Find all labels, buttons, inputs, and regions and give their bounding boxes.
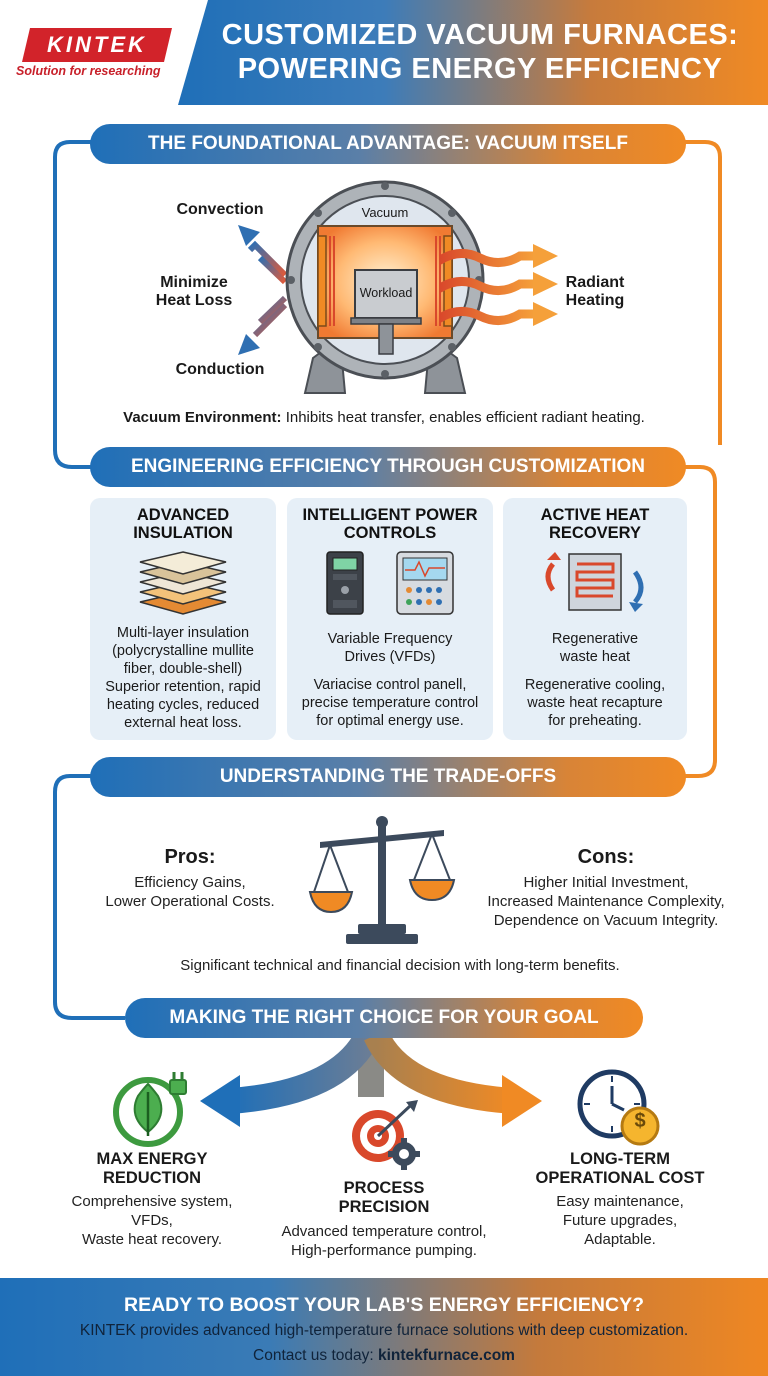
card-text-line: Variable Frequency <box>327 631 453 647</box>
card-text-line: waste heat recapture <box>527 695 663 711</box>
card-text-line: Variacise control panell, <box>313 677 467 693</box>
goal-line: VFDs, <box>131 1212 173 1229</box>
pros-line: Efficiency Gains, <box>134 874 246 891</box>
insulation-layers-icon <box>139 551 227 615</box>
heat-loss-label: Heat Loss <box>155 292 233 309</box>
page-title-line2: POWERING ENERGY EFFICIENCY <box>237 53 723 85</box>
goal-line: Adaptable. <box>584 1231 656 1248</box>
goal-line: Future upgrades, <box>562 1212 678 1229</box>
eco-leaf-plug-icon <box>113 1072 187 1147</box>
control-panel-icon <box>396 551 454 615</box>
heat-exchanger-icon <box>545 552 644 612</box>
section-title-right-choice: MAKING THE RIGHT CHOICE FOR YOUR GOAL <box>125 998 643 1038</box>
goal-line: Easy maintenance, <box>556 1193 684 1210</box>
coin-symbol: $ <box>634 1110 646 1132</box>
section-title-vacuum-text: THE FOUNDATIONAL ADVANTAGE: VACUUM ITSEL… <box>148 133 628 154</box>
card-advanced-insulation: ADVANCED INSULATION Multi-layer insulati… <box>90 498 276 740</box>
minimize-label: Minimize <box>160 274 228 291</box>
goal-line: Advanced temperature control, <box>281 1223 487 1240</box>
footer-title: READY TO BOOST YOUR LAB'S ENERGY EFFICIE… <box>123 1294 645 1316</box>
card-text-line: Regenerative cooling, <box>524 677 666 693</box>
card-text-line: (polycrystalline mullite <box>112 643 254 659</box>
section-title-right-choice-text: MAKING THE RIGHT CHOICE FOR YOUR GOAL <box>169 1007 599 1028</box>
card-title-line1: ACTIVE HEAT <box>540 506 650 524</box>
vacuum-caption-bold: Vacuum Environment: <box>123 409 282 426</box>
page-title-line1: CUSTOMIZED VACUUM FURNACES: <box>221 19 739 51</box>
goal-title-line2: OPERATIONAL COST <box>535 1169 705 1187</box>
card-title-line2: RECOVERY <box>549 524 641 542</box>
card-text-line: Drives (VFDs) <box>344 649 436 665</box>
card-title-line1: ADVANCED <box>136 506 230 524</box>
card-intelligent-power-controls: INTELLIGENT POWER CONTROLS Variable Freq… <box>287 498 493 740</box>
section-title-tradeoffs: UNDERSTANDING THE TRADE-OFFS <box>90 757 686 797</box>
goal-line: Waste heat recovery. <box>81 1231 223 1248</box>
radiant-heat-arrows-icon <box>440 244 558 326</box>
section-title-customization-text: ENGINEERING EFFICIENCY THROUGH CUSTOMIZA… <box>130 456 646 477</box>
cons-title: Cons: <box>577 846 635 868</box>
goal-title-line1: LONG-TERM <box>570 1150 670 1168</box>
conduction-label: Conduction <box>175 361 265 378</box>
heating-label: Heating <box>565 292 625 309</box>
card-text-line: precise temperature control <box>301 695 479 711</box>
card-title-line2: CONTROLS <box>343 524 437 542</box>
tradeoff-summary: Significant technical and financial deci… <box>180 957 620 974</box>
balance-scale-icon <box>308 816 456 944</box>
logo-tagline: Solution for researching <box>16 64 161 78</box>
heat-loss-arrows-icon <box>238 225 288 355</box>
goal-line: High-performance pumping. <box>291 1242 477 1259</box>
convection-label: Convection <box>176 201 264 218</box>
target-gear-icon <box>352 1100 420 1170</box>
cons-line: Increased Maintenance Complexity, <box>487 893 725 910</box>
footer-contact: Contact us today: kintekfurnace.com <box>0 1347 768 1365</box>
card-active-heat-recovery: ACTIVE HEAT RECOVERY Regenerative waste … <box>503 498 687 740</box>
vacuum-label: Vacuum <box>361 205 409 220</box>
goal-title-line2: PRECISION <box>338 1198 430 1216</box>
clock-coin-icon <box>577 1069 660 1146</box>
footer-banner <box>0 1278 768 1376</box>
kintek-logo-icon <box>22 28 172 62</box>
vacuum-caption-text: Inhibits heat transfer, enables efficien… <box>281 409 645 426</box>
logo-text: KINTEK <box>47 32 147 57</box>
vacuum-furnace-icon <box>285 180 485 394</box>
header-banner <box>178 0 768 105</box>
goal-title-line1: MAX ENERGY <box>96 1150 208 1168</box>
card-title-line2: INSULATION <box>133 524 233 542</box>
card-text-line: for preheating. <box>548 713 642 729</box>
choice-branch-arrows-icon <box>200 1035 542 1127</box>
card-text-line: heating cycles, reduced <box>106 697 260 713</box>
pros-line: Lower Operational Costs. <box>105 893 275 910</box>
card-text-line: for optimal energy use. <box>316 713 464 729</box>
card-text-line: Regenerative <box>551 631 639 647</box>
page-title: CUSTOMIZED VACUUM FURNACES: POWERING ENE… <box>205 18 755 86</box>
card-text-line: external heat loss. <box>124 715 242 731</box>
vacuum-caption: Vacuum Environment: Inhibits heat transf… <box>0 409 768 426</box>
card-text-line: Superior retention, rapid <box>105 679 261 695</box>
card-text-line: Multi-layer insulation <box>116 625 250 641</box>
goal-title-line2: REDUCTION <box>102 1169 202 1187</box>
section-title-customization: ENGINEERING EFFICIENCY THROUGH CUSTOMIZA… <box>90 447 686 487</box>
card-title-line1: INTELLIGENT POWER <box>302 506 478 524</box>
footer-contact-prefix: Contact us today: <box>253 1347 378 1364</box>
footer-description: KINTEK provides advanced high-temperatur… <box>79 1322 689 1339</box>
card-text-line: waste heat <box>559 649 631 665</box>
cons-line: Dependence on Vacuum Integrity. <box>493 912 719 929</box>
radiant-label: Radiant <box>565 274 625 291</box>
card-text-line: fiber, double-shell) <box>123 661 243 677</box>
section-title-vacuum: THE FOUNDATIONAL ADVANTAGE: VACUUM ITSEL… <box>90 124 686 164</box>
goal-title-line1: PROCESS <box>343 1179 425 1197</box>
pros-title: Pros: <box>164 846 216 868</box>
goal-line: Comprehensive system, <box>71 1193 233 1210</box>
footer-website-link[interactable]: kintekfurnace.com <box>377 1347 515 1364</box>
section-title-tradeoffs-text: UNDERSTANDING THE TRADE-OFFS <box>219 766 557 787</box>
cons-line: Higher Initial Investment, <box>523 874 689 891</box>
workload-label: Workload <box>359 286 413 300</box>
vfd-drive-icon <box>326 551 364 615</box>
